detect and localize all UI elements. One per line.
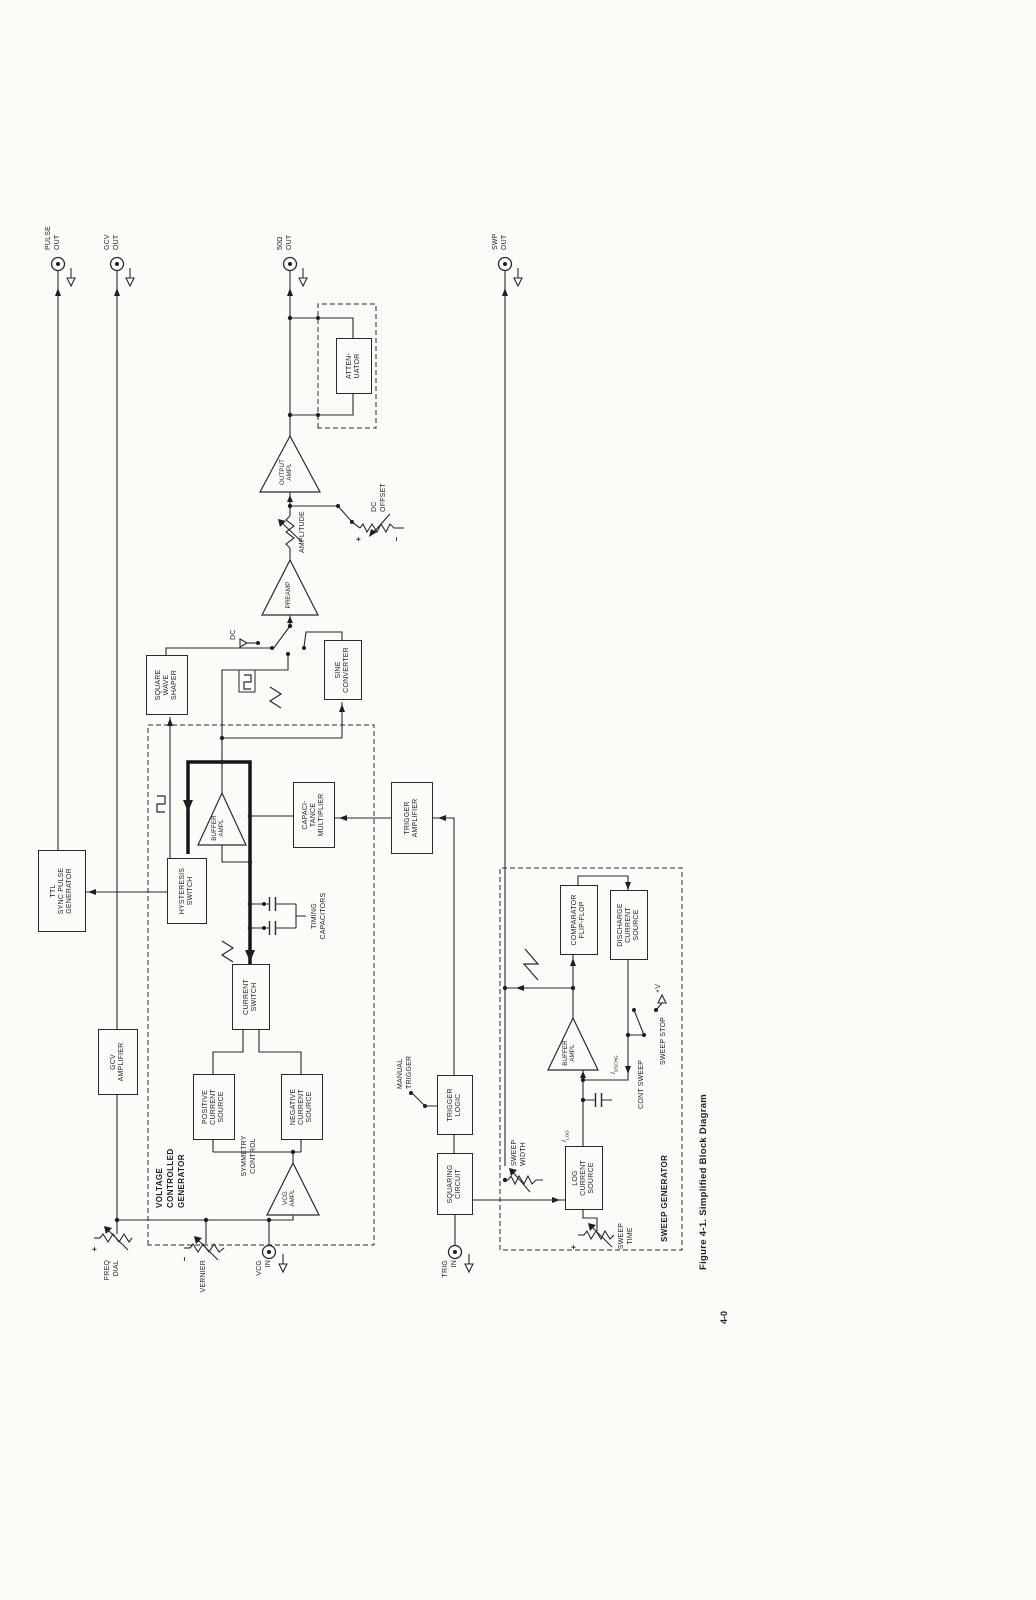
output-ampl-label: OUTPUT AMPL (279, 458, 294, 486)
vcg-section-box (147, 724, 375, 1246)
swp-out-connector-icon (497, 256, 513, 272)
dc-offset-label: DC OFFSET (371, 483, 387, 512)
sine-converter-block: SINE CONVERTER (324, 640, 362, 700)
sweep-width-pot-icon (507, 1174, 537, 1186)
panel-arrows (66, 268, 667, 1274)
fifty-ohm-out-connector-icon (282, 256, 298, 272)
sweep-section-box (499, 867, 683, 1251)
panel-arrow-icon (464, 1263, 474, 1274)
plus-v-arrow-icon (657, 993, 667, 1004)
ttl-sync-pulse-generator-block: TTL SYNC PULSE GENERATOR (38, 850, 86, 932)
pulse-out-connector-icon (50, 256, 66, 272)
signal-wires (57, 270, 663, 1249)
square-wave-icon (156, 795, 166, 813)
pot-wiper-arrowheads (104, 519, 596, 1244)
preamp-label: PREAMP (285, 581, 292, 609)
discharge-current-source-block: DISCHARGE CURRENT SOURCE (610, 890, 648, 960)
sweep-buffer-ampl-icon (547, 1016, 599, 1071)
junction-dots (114, 315, 658, 1223)
symmetry-control-label: SYMMETRY CONTROL (241, 1135, 257, 1177)
flow-arrowheads (55, 288, 631, 1203)
square-wave-icon (243, 674, 252, 690)
attenuator-bypass-box (317, 303, 377, 429)
vcg-ampl-icon (266, 1161, 320, 1216)
panel-arrow-icon (125, 277, 135, 288)
sweep-section-label: SWEEP GENERATOR (660, 1154, 669, 1242)
freq-dial-plus: + (90, 1246, 99, 1252)
sweep-capacitor-icon (594, 1093, 603, 1107)
trigger-logic-block: TRIGGER LOGIC (437, 1075, 473, 1135)
capacitance-multiplier-block: CAPACI- TANCE MULTIPLIER (293, 782, 335, 848)
trigger-amplifier-block: TRIGGER AMPLIFIER (391, 782, 433, 854)
potentiometer-symbols (99, 513, 615, 1261)
vcg-ampl-label: VCG AMPL (282, 1189, 297, 1207)
pulse-out-label: PULSE OUT (45, 226, 61, 250)
waveform-glyphs (156, 669, 540, 981)
i-dschg-label: IDSCHG (610, 1055, 619, 1074)
vernier-label: VERNIER (200, 1260, 207, 1293)
dc-offset-pot-icon (359, 522, 398, 534)
freq-dial-label: FREQ DIAL (104, 1260, 120, 1281)
figure-caption: Figure 4-1. Simplified Block Diagram (698, 1093, 709, 1270)
sweep-time-pot-icon (583, 1229, 615, 1241)
gcv-out-connector-icon (109, 256, 125, 272)
page-number: 4-0 (719, 1310, 729, 1324)
vernier-minus: − (180, 1256, 189, 1262)
trig-in-connector-icon (447, 1244, 463, 1260)
triangle-wave-icon (220, 940, 235, 963)
panel-arrow-icon (513, 277, 523, 288)
current-switch-block: CURRENT SWITCH (232, 964, 270, 1030)
dc-offset-minus: − (392, 536, 401, 542)
panel-arrow-icon (298, 277, 308, 288)
timing-capacitor-icon (268, 921, 277, 935)
vcg-in-connector-icon (261, 1244, 277, 1260)
comparator-flip-flop-block: COMPARATOR FLIP-FLOP (560, 885, 598, 955)
vcg-section-label: VOLTAGE CONTROLLED GENERATOR (155, 1148, 186, 1208)
buffer-ampl-label: BUFFER AMPL (211, 815, 226, 841)
gcv-out-label: GCV OUT (104, 234, 120, 250)
dc-input-label: DC (230, 629, 237, 640)
dc-offset-plus: + (354, 536, 363, 542)
manual-trigger-label: MANUAL TRIGGER (397, 1055, 413, 1089)
timing-capacitors-label: TIMING CAPACITORS (311, 892, 327, 940)
vcg-in-label: VCG IN (256, 1260, 272, 1276)
triangle-wave-icon (268, 686, 283, 709)
panel-arrow-icon (278, 1263, 288, 1274)
preamp-icon (261, 558, 319, 616)
amplitude-label: AMPLITUDE (299, 511, 306, 553)
panel-arrow-icon (66, 277, 76, 288)
attenuator-block: ATTEN- UATOR (336, 338, 372, 394)
i-log-label: ILOG (561, 1130, 570, 1142)
cont-sweep-label: CONT SWEEP (638, 1060, 645, 1109)
ramp-wave-icon (522, 948, 540, 981)
amplitude-pot-icon (285, 515, 295, 549)
capacitor-symbols (268, 897, 603, 1107)
output-ampl-icon (258, 434, 322, 493)
amplifier-triangles (197, 434, 599, 1216)
trig-in-label: TRIG IN (442, 1260, 458, 1278)
squaring-circuit-block: SQUARING CIRCUIT (437, 1153, 473, 1215)
gcv-amplifier-block: GCV AMPLIFIER (98, 1029, 138, 1095)
fifty-ohm-out-label: 50Ω OUT (277, 234, 293, 250)
log-current-source-block: LOG CURRENT SOURCE (565, 1146, 603, 1210)
square-wave-shaper-block: SQUARE WAVE SHAPER (146, 655, 188, 715)
plus-v-label: +V (655, 983, 662, 993)
sweep-time-label: SWEEP TIME (618, 1222, 634, 1250)
sweep-buffer-ampl-label: BUFFER AMPL (562, 1040, 577, 1066)
bnc-connectors (50, 256, 513, 1260)
positive-current-source-block: POSITIVE CURRENT SOURCE (193, 1074, 235, 1140)
timing-capacitor-icon (268, 897, 277, 911)
dc-arrow-icon (239, 638, 249, 648)
dashed-section-boxes (147, 303, 683, 1251)
negative-current-source-block: NEGATIVE CURRENT SOURCE (281, 1074, 323, 1140)
sweep-time-plus: + (569, 1244, 578, 1250)
sweep-width-label: SWEEP WIDTH (511, 1139, 527, 1166)
sweep-stop-label: SWEEP STOP (660, 1016, 667, 1066)
swp-out-label: SWP OUT (492, 233, 508, 250)
hysteresis-switch-block: HYSTERESIS SWITCH (167, 858, 207, 924)
buffer-ampl-icon (197, 791, 247, 846)
